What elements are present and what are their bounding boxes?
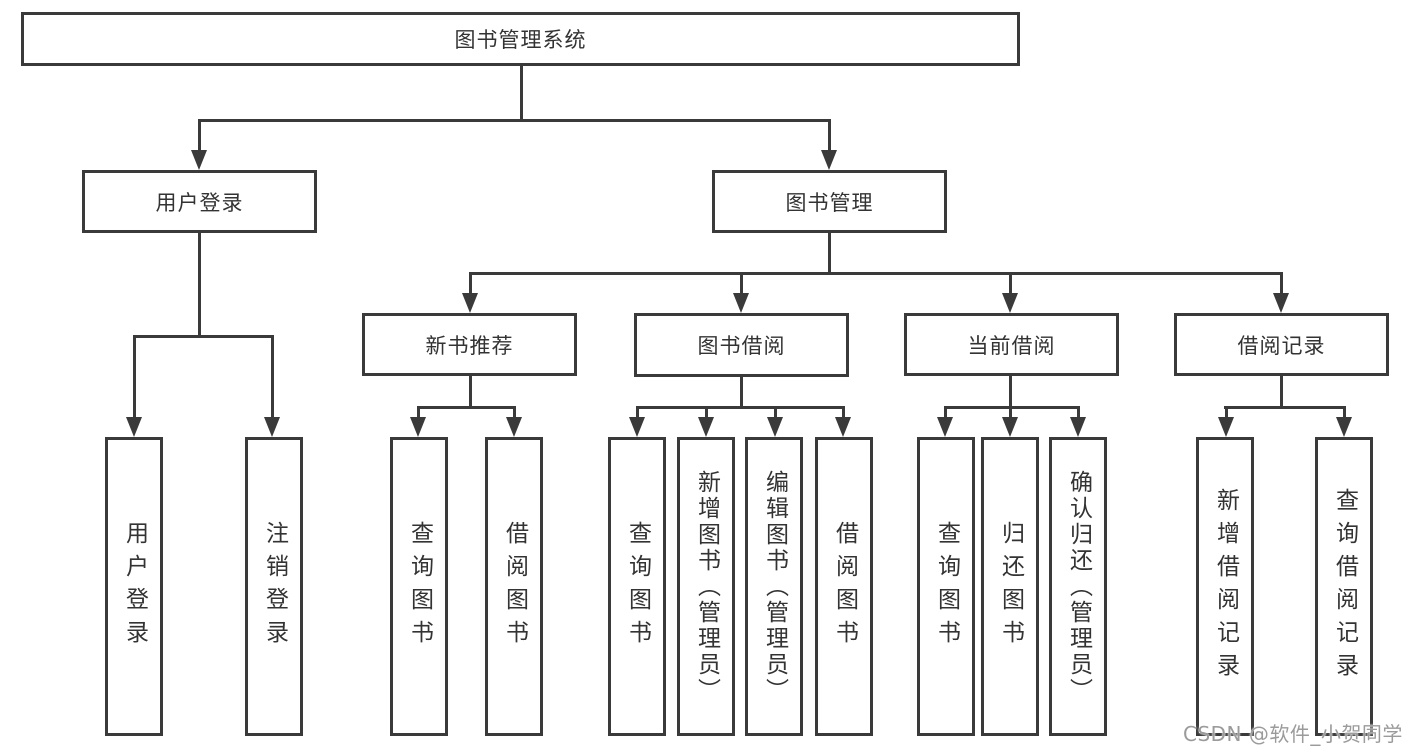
node-label: 借阅图书 <box>831 520 858 653</box>
arrow-down-icon <box>410 417 426 437</box>
edge-root-bar <box>198 119 831 122</box>
node-label: 图书管理系统 <box>454 28 587 52</box>
node-book-borrowing: 图书借阅 <box>634 313 849 377</box>
node-label: 新增借阅记录 <box>1212 487 1239 686</box>
arrow-down-icon <box>191 150 207 170</box>
edge-to-new-book-rec <box>469 272 472 295</box>
edge-book-borrow-stem <box>740 377 743 408</box>
node-label: 图书借阅 <box>697 334 786 358</box>
edge-borrow-record-bar <box>1224 406 1346 409</box>
node-user-login: 用户登录 <box>82 170 317 233</box>
leaf-return-books: 归还图书 <box>981 437 1039 736</box>
edge-to-login <box>133 335 136 419</box>
edge-book-borrow-bar <box>636 406 845 409</box>
edge-to-nbr-query <box>417 406 420 419</box>
arrow-down-icon <box>1002 417 1018 437</box>
leaf-query-books: 查询图书 <box>917 437 975 736</box>
edge-to-cb-query <box>944 406 947 419</box>
node-label: 图书管理 <box>785 190 874 215</box>
edge-new-book-rec-stem <box>469 376 472 409</box>
node-label: 查询图书 <box>933 520 960 653</box>
node-system-root: 图书管理系统 <box>21 12 1020 66</box>
csdn-watermark: CSDN @软件_小贺同学 <box>1183 722 1403 746</box>
node-current-borrowing: 当前借阅 <box>904 313 1119 376</box>
node-borrowing-records: 借阅记录 <box>1174 313 1389 376</box>
node-label: 用户登录 <box>121 520 148 653</box>
node-label: 查询借阅记录 <box>1331 487 1358 686</box>
arrow-down-icon <box>1070 417 1086 437</box>
leaf-query-books: 查询图书 <box>608 437 666 736</box>
arrow-down-icon <box>629 417 645 437</box>
leaf-add-books-admin: 新增图书（管理员） <box>677 437 735 736</box>
arrow-down-icon <box>1273 293 1289 313</box>
arrow-down-icon <box>937 417 953 437</box>
node-book-management: 图书管理 <box>712 170 947 233</box>
edge-book-mgmt-bar <box>469 272 1283 275</box>
edge-new-book-rec-bar <box>417 406 516 409</box>
edge-to-current-borrow <box>1009 272 1012 295</box>
edge-to-borrow-record <box>1280 272 1283 295</box>
edge-current-borrow-bar <box>944 406 1080 409</box>
arrow-down-icon <box>1218 417 1234 437</box>
arrow-down-icon <box>821 150 837 170</box>
edge-to-cb-return <box>1009 406 1012 419</box>
node-label: 归还图书 <box>997 520 1024 653</box>
leaf-query-books: 查询图书 <box>390 437 448 736</box>
edge-to-br-add <box>1225 406 1228 419</box>
arrow-down-icon <box>835 417 851 437</box>
node-label: 当前借阅 <box>967 333 1056 358</box>
node-label: 注销登录 <box>261 520 288 653</box>
arrow-down-icon <box>506 417 522 437</box>
node-label: 借阅记录 <box>1237 333 1326 358</box>
node-label: 编辑图书（管理员） <box>761 469 788 704</box>
arrow-down-icon <box>264 417 280 437</box>
node-label: 借阅图书 <box>501 520 528 653</box>
edge-current-borrow-stem <box>1009 376 1012 408</box>
edge-to-br-query <box>1343 406 1346 419</box>
edge-user-login-bar <box>133 335 274 338</box>
edge-user-login-stem <box>198 233 201 337</box>
node-label: 用户登录 <box>155 190 244 215</box>
arrow-down-icon <box>462 293 478 313</box>
edge-root-to-book-mgmt <box>828 119 831 152</box>
node-new-book-recommend: 新书推荐 <box>362 313 577 376</box>
leaf-query-borrow-record: 查询借阅记录 <box>1315 437 1373 736</box>
edge-to-bb-borrow <box>842 406 845 419</box>
edge-to-bb-query <box>636 406 639 419</box>
edge-root-stem <box>520 66 523 121</box>
leaf-edit-books-admin: 编辑图书（管理员） <box>745 437 803 736</box>
leaf-add-borrow-record: 新增借阅记录 <box>1196 437 1254 736</box>
leaf-borrow-books: 借阅图书 <box>485 437 543 736</box>
arrow-down-icon <box>733 293 749 313</box>
arrow-down-icon <box>698 417 714 437</box>
leaf-user-login: 用户登录 <box>105 437 163 736</box>
edge-to-cb-confirm <box>1077 406 1080 419</box>
node-label: 新书推荐 <box>425 333 514 358</box>
node-label: 确认归还（管理员） <box>1065 469 1092 704</box>
edge-root-to-user-login <box>198 119 201 152</box>
edge-borrow-record-stem <box>1280 376 1283 409</box>
edge-to-bb-edit <box>774 406 777 419</box>
leaf-confirm-return-admin: 确认归还（管理员） <box>1049 437 1107 736</box>
arrow-down-icon <box>1336 417 1352 437</box>
node-label: 查询图书 <box>406 520 433 653</box>
edge-to-book-borrow <box>740 272 743 295</box>
arrow-down-icon <box>767 417 783 437</box>
edge-to-logout <box>271 335 274 419</box>
edge-to-nbr-borrow <box>513 406 516 419</box>
leaf-logout: 注销登录 <box>245 437 303 736</box>
node-label: 查询图书 <box>624 520 651 653</box>
arrow-down-icon <box>1002 293 1018 313</box>
node-label: 新增图书（管理员） <box>693 469 720 704</box>
arrow-down-icon <box>126 417 142 437</box>
edge-to-bb-add <box>705 406 708 419</box>
edge-book-mgmt-stem <box>828 233 831 275</box>
leaf-borrow-books: 借阅图书 <box>815 437 873 736</box>
